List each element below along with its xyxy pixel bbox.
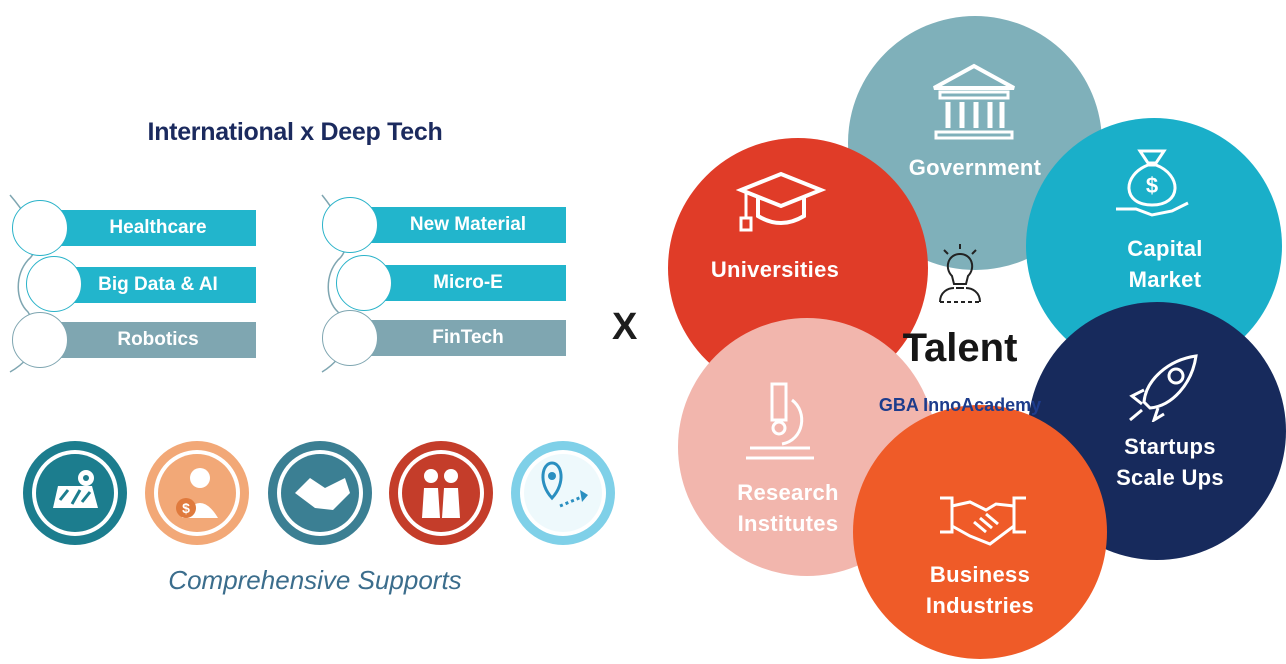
- sector-bubble: [322, 197, 378, 253]
- sector-robotics: Robotics: [60, 322, 256, 358]
- sector-label: FinTech: [432, 327, 504, 348]
- lightbulb-head-icon: [939, 244, 981, 303]
- sector-big-data-ai: Big Data & AI: [60, 267, 256, 303]
- support-caption: Comprehensive Supports: [168, 565, 462, 595]
- sector-bubble: [336, 255, 392, 311]
- graduation-cap-icon: [736, 171, 826, 232]
- sector-new-material: New Material: [370, 207, 566, 243]
- segment-business-industries: [853, 405, 1107, 659]
- handshake-icon: [940, 496, 1026, 546]
- sector-label: Big Data & AI: [98, 274, 218, 295]
- segment-label-research-institutes: Research Institutes: [737, 480, 839, 536]
- segment-label-capital-market: Capital Market: [1127, 236, 1203, 292]
- connector-symbol: X: [612, 306, 638, 348]
- money-bag-icon: $: [1116, 149, 1189, 217]
- talent-label: Talent: [902, 326, 1018, 370]
- sector-label: New Material: [409, 214, 527, 235]
- microscope-icon: [746, 382, 814, 460]
- sector-bubble: [12, 200, 68, 256]
- sector-bubble: [26, 256, 82, 312]
- sector-healthcare: Healthcare: [60, 210, 256, 246]
- sector-bubble: [322, 310, 378, 366]
- people-meeting-icon: [386, 438, 496, 548]
- location-pin-arrow-icon: [508, 438, 618, 548]
- deep-tech-title: International x Deep Tech: [147, 118, 443, 146]
- talent-center: [0, 0, 228, 228]
- svg-text:$: $: [1146, 173, 1158, 198]
- sector-bubble: [12, 312, 68, 368]
- map-location-icon: [20, 438, 130, 548]
- svg-text:$: $: [182, 500, 190, 516]
- sector-label: Micro-E: [433, 272, 503, 293]
- rocket-icon: [1129, 354, 1198, 422]
- segment-label-business-industries: Business Industries: [925, 562, 1035, 618]
- sector-label: Robotics: [117, 329, 199, 350]
- segment-label-universities: Universities: [710, 257, 840, 282]
- sector-micro-e: Micro-E: [370, 265, 566, 301]
- talent-sublabel: GBA InnoAcademy: [878, 395, 1042, 415]
- segment-label-startups-scaleups: Startups Scale Ups: [1116, 434, 1224, 490]
- investor-dollar-icon: $: [142, 438, 252, 548]
- sector-fintech: FinTech: [370, 320, 566, 356]
- sector-label: Healthcare: [109, 217, 207, 238]
- segment-label-government: Government: [908, 155, 1042, 180]
- handshake-icon: [265, 438, 375, 548]
- government-building-icon: [933, 63, 1015, 140]
